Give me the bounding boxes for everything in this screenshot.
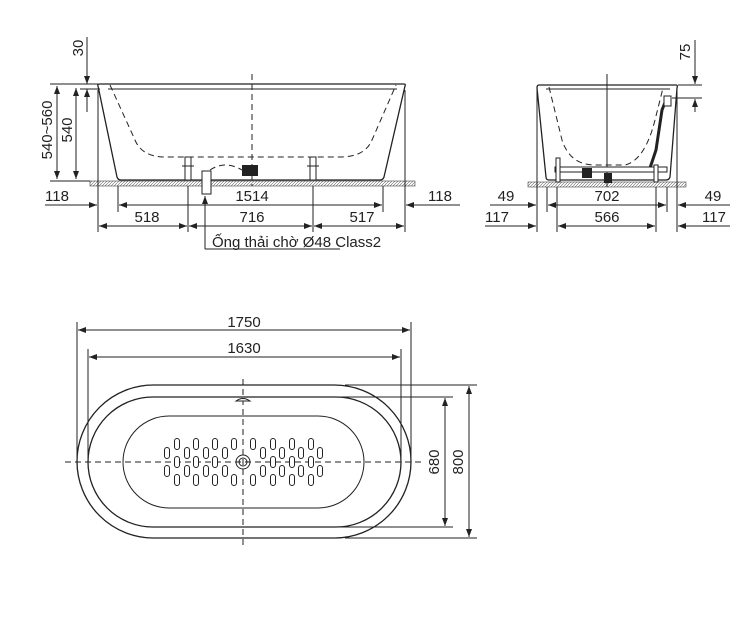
anti-slip-hole [289, 474, 295, 486]
anti-slip-hole [317, 465, 323, 477]
dim-rim-30: 30 [70, 40, 87, 57]
side-view: 30 540~560 540 118 118 1514 518 716 517 … [39, 37, 460, 251]
basin-floor [122, 415, 365, 509]
anti-slip-hole [174, 474, 180, 486]
dim-inner-length: 1630 [227, 340, 260, 357]
anti-slip-hole [231, 474, 237, 486]
anti-slip-hole [289, 438, 295, 450]
waste-pipe [201, 170, 212, 195]
anti-slip-hole [222, 465, 228, 477]
dim-base-length: 1514 [235, 188, 268, 205]
leg-left [182, 156, 194, 181]
anti-slip-hole [270, 438, 276, 450]
top-view: 1750 1630 680 800 [65, 314, 477, 546]
anti-slip-hole [222, 447, 228, 459]
anti-slip-hole [193, 456, 199, 468]
drain-note: Ống thải chờ Ø48 Class2 [212, 233, 381, 251]
anti-slip-hole [308, 474, 314, 486]
anti-slip-hole [250, 438, 256, 450]
anti-slip-hole [212, 438, 218, 450]
anti-slip-hole [231, 438, 237, 450]
anti-slip-hole [298, 447, 304, 459]
dim-end-49-right: 49 [705, 188, 722, 205]
anti-slip-hole [174, 438, 180, 450]
tub-shell-side [97, 83, 406, 181]
leg-right [307, 156, 319, 181]
anti-slip-hole [308, 456, 314, 468]
tub-shell-end [536, 84, 678, 181]
dim-inner-width: 680 [426, 449, 443, 474]
dim-height-range: 540~560 [39, 101, 56, 160]
dim-height-540: 540 [59, 117, 76, 142]
anti-slip-hole [298, 465, 304, 477]
anti-slip-hole [260, 465, 266, 477]
dim-overall-length: 1750 [227, 314, 260, 331]
drain-box [242, 165, 258, 176]
end-view: 75 49 49 117 117 702 566 [485, 40, 730, 232]
anti-slip-hole [308, 438, 314, 450]
anti-slip-hole [270, 474, 276, 486]
anti-slip-hole [260, 447, 266, 459]
overflow-icon [234, 398, 252, 402]
anti-slip-hole [203, 447, 209, 459]
drain-icon [235, 454, 251, 470]
anti-slip-hole [164, 447, 170, 459]
dim-overall-width: 800 [450, 449, 467, 474]
dim-leg-right: 517 [349, 209, 374, 226]
anti-slip-hole [317, 447, 323, 459]
anti-slip-hole [164, 465, 170, 477]
anti-slip-hole [279, 465, 285, 477]
dim-leg-left: 518 [134, 209, 159, 226]
anti-slip-hole [184, 465, 190, 477]
hand-shower-holder [663, 95, 672, 107]
anti-slip-hole [212, 456, 218, 468]
dim-end-117-right: 117 [702, 209, 726, 226]
waste-overflow-pipe [554, 166, 668, 173]
anti-slip-hole [289, 456, 295, 468]
anti-slip-hole [193, 438, 199, 450]
dim-end-117-left: 117 [485, 209, 509, 226]
dim-end-base-width: 702 [594, 188, 619, 205]
anti-slip-hole [184, 447, 190, 459]
anti-slip-hole [174, 456, 180, 468]
dim-overhang-left: 118 [45, 188, 69, 205]
dim-end-49-left: 49 [498, 188, 515, 205]
dim-leg-spacing: 716 [239, 209, 264, 226]
dim-end-rim-75: 75 [677, 44, 694, 61]
anti-slip-hole [212, 474, 218, 486]
inner-basin-outline [109, 84, 397, 158]
dim-end-leg-spacing: 566 [594, 209, 619, 226]
anti-slip-hole [279, 447, 285, 459]
hose [648, 99, 668, 169]
anti-slip-hole [250, 474, 256, 486]
anti-slip-hole [270, 456, 276, 468]
anti-slip-pattern [164, 438, 323, 486]
anti-slip-hole [203, 465, 209, 477]
dim-overhang-right: 118 [428, 188, 452, 205]
anti-slip-hole [193, 474, 199, 486]
